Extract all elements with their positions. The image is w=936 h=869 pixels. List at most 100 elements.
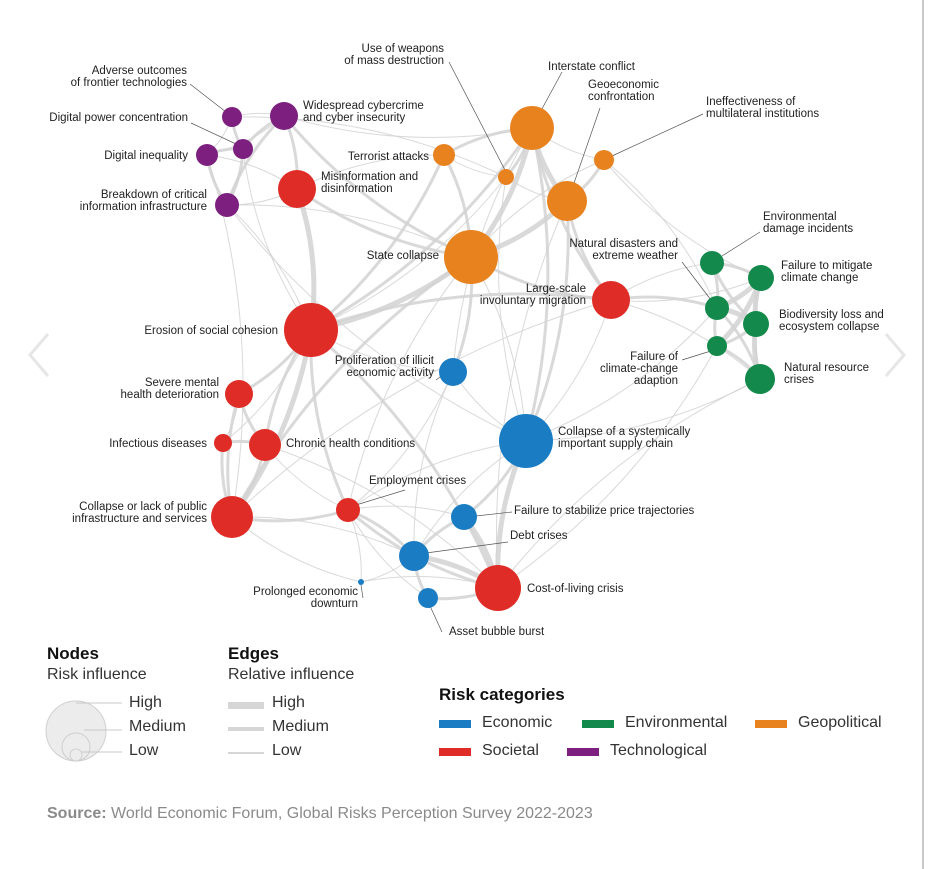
edge-publicinfra-debt	[231, 516, 415, 557]
node-migration[interactable]	[592, 281, 630, 319]
callout-line-natdisasters	[681, 261, 712, 301]
node-interstate[interactable]	[510, 106, 554, 150]
node-cybercrime[interactable]	[270, 102, 298, 130]
callout-line-weapons	[448, 61, 507, 173]
node-supplychain[interactable]	[499, 414, 553, 468]
callout-line-multilateral	[611, 113, 704, 157]
callout-line-climateadapt	[681, 349, 715, 361]
node-climateadapt[interactable]	[707, 336, 727, 356]
category-environmental: Environmental	[625, 714, 728, 731]
node-level-low: Low	[129, 742, 159, 759]
node-pricestab[interactable]	[451, 504, 477, 530]
edge-geoeco-costofliving	[495, 200, 568, 589]
edge-multilateral-natdisasters	[603, 159, 718, 309]
node-mentalhealth[interactable]	[225, 380, 253, 408]
node-envdamage[interactable]	[700, 251, 724, 275]
callout-line-downturn	[360, 584, 364, 599]
edges-legend-subtitle: Relative influence	[228, 666, 355, 683]
edge-level-medium: Medium	[272, 718, 329, 735]
source-prefix: Source:	[47, 805, 107, 822]
chevron-right-icon[interactable]	[880, 330, 910, 380]
edge-interstate-supplychain	[524, 127, 550, 442]
node-diginequality[interactable]	[196, 144, 218, 166]
edge-geoeco-supplychain	[524, 200, 570, 442]
node-statecollapse[interactable]	[444, 230, 498, 284]
node-terrorist[interactable]	[433, 144, 455, 166]
category-technological: Technological	[610, 742, 707, 759]
node-weapons[interactable]	[498, 169, 514, 185]
node-label-digpower: Digital power concentration	[49, 112, 188, 124]
edge-terrorist-cohesion	[310, 154, 446, 332]
edge-employment-assetbubble	[347, 509, 429, 599]
geopolitical-swatch	[755, 720, 787, 728]
societal-swatch	[439, 748, 471, 756]
node-assetbubble[interactable]	[418, 588, 438, 608]
node-label-costofliving: Cost-of-living crisis	[527, 583, 624, 595]
node-digpower[interactable]	[233, 139, 253, 159]
node-label-terrorist: Terrorist attacks	[348, 151, 429, 163]
node-debt[interactable]	[399, 541, 429, 571]
node-size-legend-graphic	[45, 700, 122, 762]
node-label-diginequality: Digital inequality	[104, 150, 188, 162]
node-label-debt: Debt crises	[510, 530, 568, 542]
node-label-pricestab: Failure to stabilize price trajectories	[514, 505, 694, 517]
environmental-swatch	[582, 720, 614, 728]
edge-cohesion-costofliving	[310, 328, 500, 589]
edge-migration-publicinfra	[231, 299, 612, 518]
node-natdisasters[interactable]	[705, 296, 729, 320]
economic-swatch	[439, 720, 471, 728]
callout-line-assetbubble	[429, 605, 443, 633]
edge-level-high: High	[272, 694, 305, 711]
node-label-assetbubble: Asset bubble burst	[449, 626, 545, 638]
node-publicinfra[interactable]	[211, 496, 253, 538]
node-infectious[interactable]	[214, 434, 232, 452]
callout-line-debt	[425, 541, 509, 554]
nodes-legend-title: Nodes	[47, 644, 99, 663]
category-societal: Societal	[482, 742, 539, 759]
node-geoeco[interactable]	[547, 181, 587, 221]
node-misinfo[interactable]	[278, 170, 316, 208]
edge-misinfo-statecollapse	[296, 187, 472, 259]
chevron-left-icon[interactable]	[24, 330, 54, 380]
node-downturn[interactable]	[358, 579, 364, 585]
node-employment[interactable]	[336, 498, 360, 522]
edge-high-swatch	[228, 702, 264, 709]
edge-illicit-debt	[413, 371, 454, 557]
node-breakdown[interactable]	[215, 193, 239, 217]
source-note: Source: World Economic Forum, Global Ris…	[47, 805, 593, 823]
nodes-legend: Nodes Risk influence	[47, 644, 147, 684]
node-level-medium: Medium	[129, 718, 186, 735]
edge-level-low: Low	[272, 742, 302, 759]
edge-interstate-cohesion	[310, 127, 534, 332]
technological-swatch	[567, 748, 599, 756]
callout-line-adverse	[189, 83, 227, 113]
edge-medium-swatch	[228, 727, 264, 731]
node-natresource[interactable]	[745, 364, 775, 394]
edge-natresource-costofliving	[497, 378, 761, 589]
node-costofliving[interactable]	[475, 565, 521, 611]
edge-cohesion-publicinfra	[229, 329, 314, 519]
node-biodiversity[interactable]	[743, 311, 769, 337]
node-cohesion[interactable]	[284, 303, 338, 357]
node-illicit[interactable]	[439, 358, 467, 386]
node-label-chronic: Chronic health conditions	[286, 438, 415, 450]
categories-legend-title: Risk categories	[439, 685, 565, 704]
node-chronic[interactable]	[249, 429, 281, 461]
node-label-cohesion: Erosion of social cohesion	[144, 325, 278, 337]
edge-climateadapt-costofliving	[497, 345, 718, 589]
edge-natresource-migration	[610, 299, 761, 380]
edges-legend-title: Edges	[228, 644, 280, 663]
node-climatemit[interactable]	[748, 265, 774, 291]
node-adverse[interactable]	[222, 107, 242, 127]
edge-weapons-cohesion	[310, 176, 507, 331]
node-multilateral[interactable]	[594, 150, 614, 170]
